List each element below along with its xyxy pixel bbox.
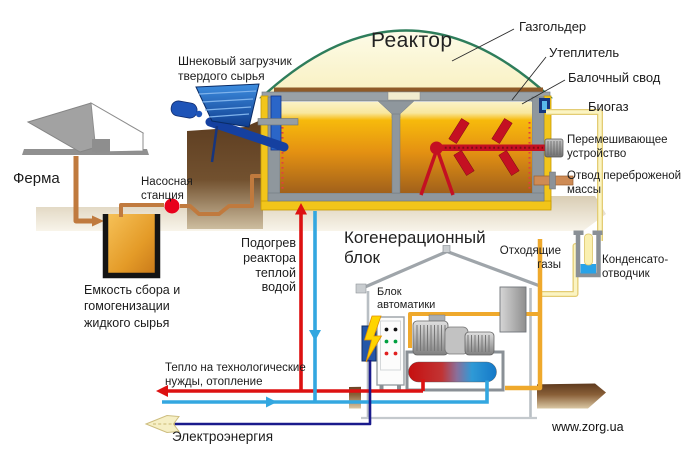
- beam-vault-label: Балочный свод: [568, 70, 661, 85]
- reactor-heating-label: Подогрев реактора теплой водой: [240, 236, 296, 295]
- hot-water-arrow-up: [295, 203, 307, 215]
- reactor: [258, 29, 574, 211]
- digestate-outlet-label: Отвод переброженой массы: [567, 170, 682, 197]
- reactor-title: Реактор: [371, 29, 453, 52]
- condensate-trap-vessel: [573, 230, 603, 278]
- wall-heating-dots: [281, 122, 531, 192]
- gasholder-label: Газгольдер: [519, 19, 587, 34]
- exhaust-heat-box: [499, 286, 527, 333]
- pump-station-label: Насосная станция: [141, 176, 193, 203]
- ceiling-hatch: [387, 91, 421, 101]
- cold-water-arrow-right: [266, 396, 277, 408]
- mixer-assembly: [419, 118, 545, 196]
- collection-tank: [102, 214, 161, 279]
- exhaust-stack-pipe: [505, 239, 543, 391]
- engine-generator: [412, 314, 495, 356]
- pump-station-marker: [164, 198, 180, 214]
- screw-loader-label: Шнековый загрузчик твердого сырья: [178, 54, 292, 83]
- screw-loader: [170, 83, 299, 163]
- automation-cabinet: [376, 316, 405, 390]
- farm-label: Ферма: [13, 170, 60, 187]
- collection-tank-label: Емкость сбора и гомогенизации жидкого сы…: [84, 283, 181, 330]
- biogas-valve: [539, 98, 550, 113]
- insulation-layer: [274, 87, 543, 93]
- electric-line: [172, 360, 372, 426]
- digestate-outlet-pipe: [533, 171, 574, 190]
- automation-unit-label: Блок автоматики: [377, 286, 436, 312]
- feed-pipe: [119, 174, 267, 217]
- electricity-label: Электроэнергия: [172, 429, 274, 444]
- hot-water-line: [156, 203, 425, 397]
- heat-exchanger: [408, 361, 497, 383]
- insulation-label: Утеплитель: [549, 45, 620, 60]
- website-label: www.zorg.ua: [552, 420, 624, 434]
- mixer-label: Перемешивающее устройство: [567, 134, 668, 161]
- exhaust-gases-label: Отходящие газы: [499, 245, 561, 272]
- mixer-motor: [544, 138, 564, 158]
- biogas-label: Биогаз: [588, 99, 629, 114]
- hot-water-arrow-left: [156, 385, 168, 397]
- farm-substrate-pipe: [73, 156, 104, 227]
- ground-band: [36, 196, 606, 231]
- leader-lines: [451, 28, 566, 105]
- farm-building: [22, 102, 149, 155]
- heat-needs-label: Тепло на технологические нужды, отоплени…: [165, 362, 306, 389]
- soil-mound: [187, 119, 263, 229]
- cold-water-arrow-down: [309, 330, 321, 341]
- condensate-trap-label: Конденсато- отводчик: [602, 254, 669, 281]
- cold-water-line: [162, 211, 489, 408]
- cogen-unit-title: Когенерационный блок: [344, 228, 486, 268]
- lightning-bolt-icon: [363, 315, 383, 363]
- electricity-arrow: [144, 414, 180, 434]
- center-column: [377, 100, 415, 194]
